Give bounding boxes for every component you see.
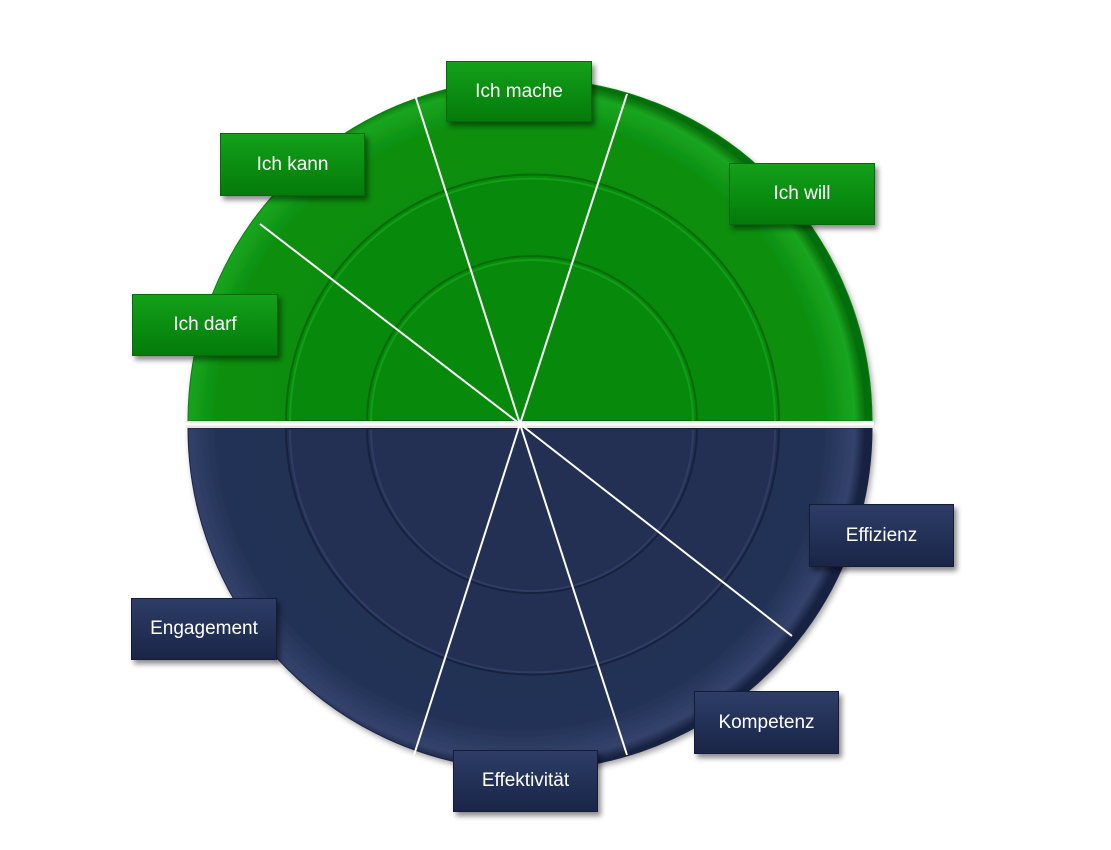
label-ich-darf: Ich darf [132, 294, 278, 356]
label-effektivitaet: Effektivität [453, 750, 598, 812]
label-engagement-text: Engagement [150, 618, 258, 639]
label-kompetenz-text: Kompetenz [718, 711, 815, 733]
label-ich-darf-text: Ich darf [173, 314, 237, 335]
sector-line-3 [259, 223, 521, 425]
sector-line-4 [519, 423, 793, 637]
sector-line-1 [413, 91, 521, 425]
upper-inner-ring [365, 255, 699, 422]
label-engagement: Engagement [131, 598, 277, 660]
label-ich-kann: Ich kann [220, 133, 365, 196]
upper-inner-ring-highlight [370, 259, 694, 422]
upper-middle-ring-highlight [289, 177, 776, 422]
sector-line-6 [519, 423, 628, 756]
sector-lines [259, 91, 793, 756]
label-ich-kann-text: Ich kann [256, 153, 329, 175]
label-ich-will-text: Ich will [773, 183, 831, 204]
lower-inner-ring [365, 427, 699, 594]
label-effektivitaet-text: Effektivität [481, 770, 570, 791]
label-ich-mache: Ich mache [446, 61, 592, 122]
lower-inner-ring-highlight [370, 429, 694, 592]
label-effizienz-text: Effizienz [845, 524, 918, 546]
sector-line-5 [413, 423, 521, 756]
label-ich-mache-text: Ich mache [475, 80, 563, 102]
label-ich-will: Ich will [729, 163, 875, 225]
label-effizienz: Effizienz [809, 504, 954, 567]
lower-middle-ring-highlight [289, 429, 776, 674]
sector-line-2 [519, 93, 628, 425]
label-kompetenz: Kompetenz [694, 691, 839, 754]
